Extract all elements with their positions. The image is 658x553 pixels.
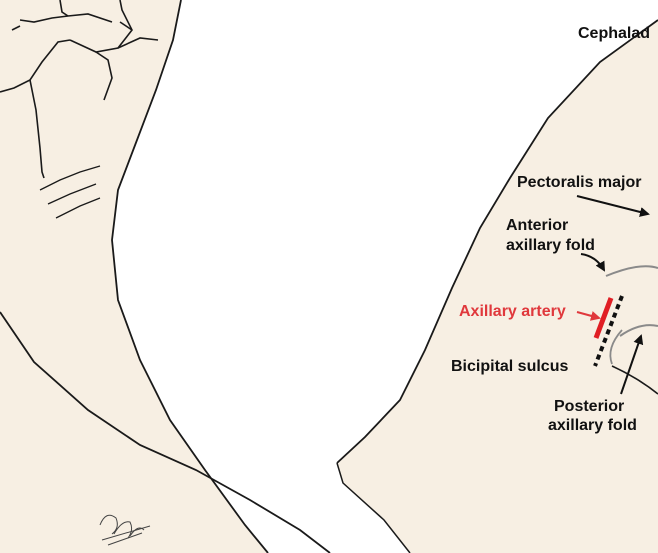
anterior-axillary-fold-label-line1: Anterior <box>506 217 568 234</box>
pectoralis-major-label: Pectoralis major <box>517 174 642 191</box>
axillary-artery-label: Axillary artery <box>459 303 566 320</box>
left-limb-skin <box>0 0 268 553</box>
posterior-axillary-fold-label-line1: Posterior <box>554 398 624 415</box>
posterior-axillary-fold-label-line2: axillary fold <box>548 417 637 434</box>
right-limb-skin <box>337 20 658 553</box>
anterior-axillary-fold-label-line2: axillary fold <box>506 237 595 254</box>
bicipital-sulcus-label: Bicipital sulcus <box>451 358 568 375</box>
cephalad-label: Cephalad <box>578 25 650 42</box>
